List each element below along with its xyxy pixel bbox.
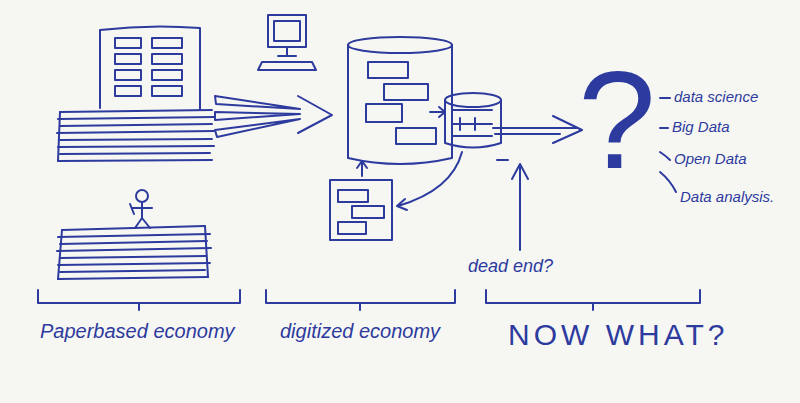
- section-label: digitized economy: [280, 320, 440, 343]
- section-label: Paperbased economy: [40, 320, 235, 343]
- topic-label: Big Data: [672, 118, 730, 135]
- section-brackets: [38, 290, 700, 310]
- topic-label: Data analysis.: [680, 188, 774, 205]
- question-mark: ?: [578, 50, 656, 190]
- computer-icon: [258, 15, 316, 70]
- section-label: NOW WHAT?: [508, 318, 728, 353]
- topic-label: Open Data: [674, 150, 747, 167]
- topic-label: data science: [674, 88, 758, 105]
- dead-end-arrows: [493, 116, 582, 250]
- note-label: dead end?: [468, 256, 553, 277]
- leader-lines: [660, 98, 676, 192]
- database-illustration: [330, 37, 501, 240]
- paper-office-illustration: [57, 26, 215, 279]
- transition-arrows: [215, 96, 332, 137]
